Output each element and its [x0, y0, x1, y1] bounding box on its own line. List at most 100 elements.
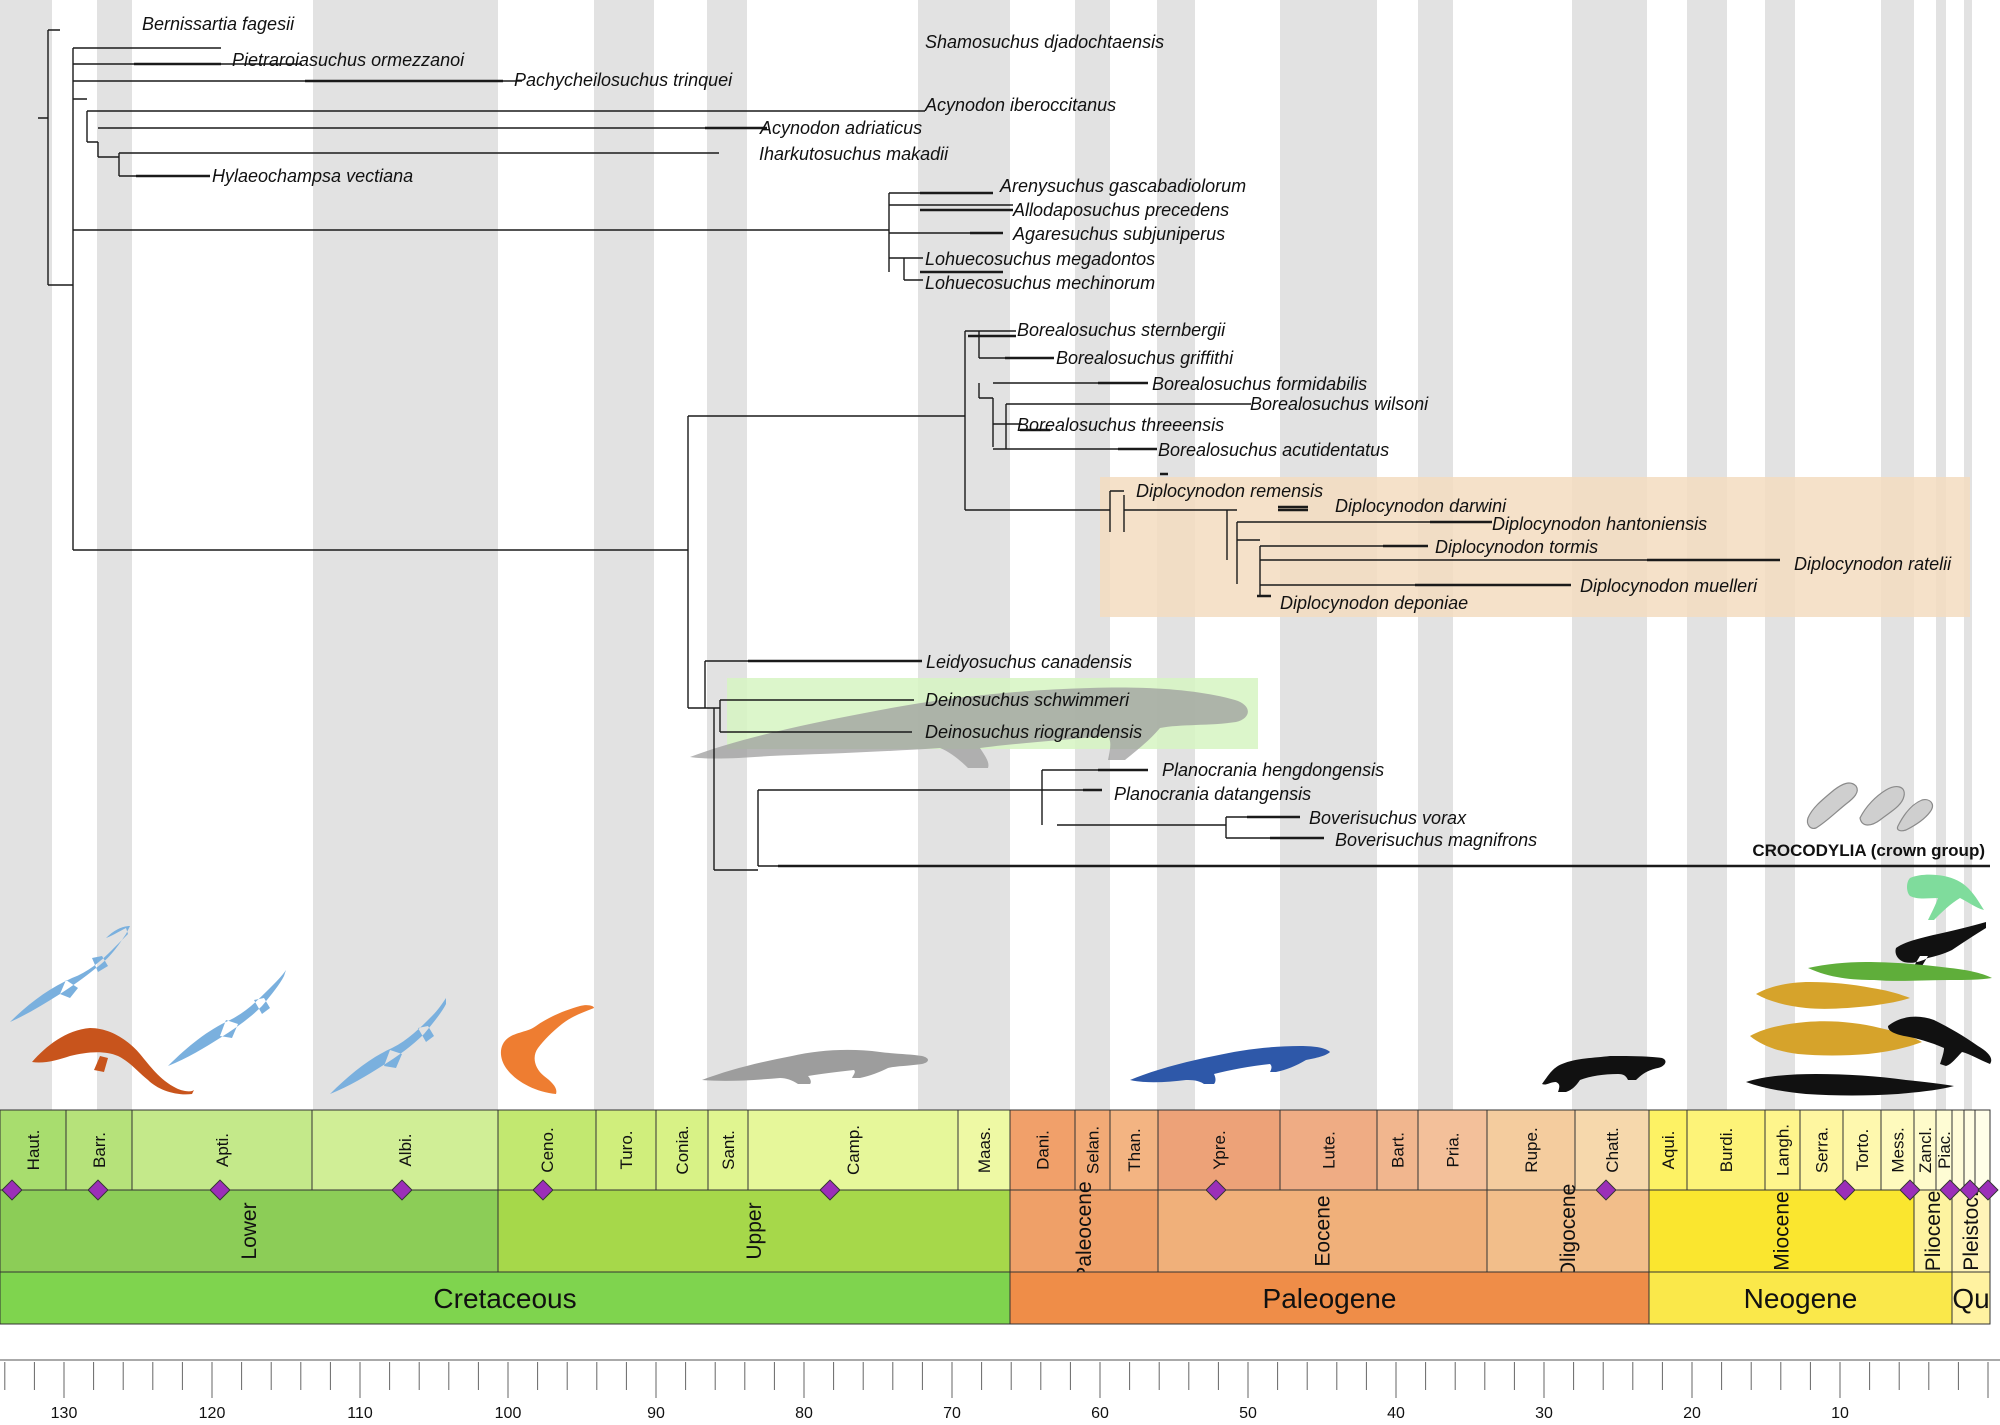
taxon-label: Borealosuchus threeensis — [1017, 415, 1224, 435]
crocodyliform-silhouette — [702, 1049, 928, 1084]
crocodylian-silhouette — [1888, 1016, 1992, 1066]
stage-label: Langh. — [1774, 1124, 1793, 1176]
taxon-label: Iharkutosuchus makadii — [759, 144, 949, 164]
stage-label: Maas. — [975, 1127, 994, 1173]
period-label: Qu — [1952, 1283, 1989, 1314]
taxon-label: Boverisuchus vorax — [1309, 808, 1467, 828]
axis-tick-label: 120 — [199, 1405, 226, 1422]
stage-box — [1686, 1109, 1766, 1191]
taxon-label: Allodaposuchus precedens — [1012, 200, 1229, 220]
phylogenetic-tree — [38, 29, 1990, 871]
stage-label: Barr. — [90, 1132, 109, 1168]
taxon-label: Pachycheilosuchus trinquei — [514, 70, 733, 90]
taxon-label: Planocrania datangensis — [1114, 784, 1311, 804]
stage-box — [1799, 1109, 1844, 1191]
stage-label: Bart. — [1389, 1132, 1408, 1168]
stage-box — [1880, 1109, 1915, 1191]
stage-box — [1009, 1109, 1076, 1191]
taxon-label: Borealosuchus griffithi — [1056, 348, 1234, 368]
skull-icon — [1859, 786, 1905, 826]
crocodylian-silhouette — [1542, 1056, 1666, 1092]
stage-box — [1648, 1109, 1688, 1191]
taxon-label: Bernissartia fagesii — [142, 14, 295, 34]
stage-box — [0, 1109, 67, 1191]
epoch-label: Upper — [743, 1202, 766, 1259]
epoch-box — [1648, 1189, 1915, 1273]
stage-label: Sant. — [719, 1130, 738, 1170]
period-label: Neogene — [1744, 1283, 1858, 1314]
epoch-label: Miocene — [1771, 1191, 1794, 1270]
stage-label: Zancl. — [1916, 1127, 1935, 1173]
crocodyliform-silhouette — [32, 1028, 194, 1095]
epoch-label: Oligocene — [1557, 1184, 1580, 1279]
taxon-label: Diplocynodon ratelii — [1794, 554, 1952, 574]
crocodylian-silhouette — [1746, 1074, 1954, 1096]
taxon-label: Hylaeochampsa vectiana — [212, 166, 413, 186]
thick-lineage-segments — [134, 62, 1990, 868]
axis-tick-label: 100 — [495, 1405, 522, 1422]
axis-tick-label: 20 — [1683, 1405, 1701, 1422]
crocodyliform-silhouette — [10, 926, 130, 1022]
stage-box — [957, 1109, 1011, 1191]
axis-tick-label: 50 — [1239, 1405, 1257, 1422]
stage-label: Albi. — [396, 1133, 415, 1166]
taxon-label: Borealosuchus wilsoni — [1250, 394, 1429, 414]
stage-box — [1842, 1109, 1882, 1191]
stage-box — [1974, 1109, 1991, 1191]
stage-label: Pria. — [1444, 1133, 1463, 1168]
stage-box — [1279, 1109, 1378, 1191]
stage-label: Dani. — [1034, 1130, 1053, 1170]
stage-box — [1157, 1109, 1281, 1191]
crocodyliform-silhouette — [1130, 1046, 1330, 1084]
stage-label: Turo. — [617, 1130, 636, 1169]
axis-tick-label: 40 — [1387, 1405, 1405, 1422]
epoch-label: Pleistoc. — [1960, 1191, 1983, 1270]
stage-box — [1074, 1109, 1111, 1191]
period-label: Paleogene — [1263, 1283, 1397, 1314]
epoch-label: Eocene — [1312, 1195, 1335, 1266]
stripe — [918, 0, 1010, 1110]
stage-box — [707, 1109, 749, 1191]
boundary-marker — [1959, 1179, 1981, 1201]
boundary-marker — [1, 1179, 23, 1201]
taxon-label: Pietraroiasuchus ormezzanoi — [232, 50, 465, 70]
crocodylian-silhouette — [1808, 962, 1992, 981]
taxon-label: Diplocynodon muelleri — [1580, 576, 1758, 596]
taxon-label: Shamosuchus djadochtaensis — [925, 32, 1164, 52]
stage-label: Camp. — [844, 1125, 863, 1175]
stripe — [0, 0, 52, 1110]
axis-tick-label: 10 — [1831, 1405, 1849, 1422]
stage-box — [595, 1109, 657, 1191]
stage-box — [497, 1109, 597, 1191]
stage-box — [1963, 1109, 1976, 1191]
crocodyliform-silhouette — [500, 1005, 594, 1094]
taxon-label: Borealosuchus sternbergii — [1017, 320, 1226, 340]
stripe — [707, 0, 747, 1110]
geologic-timescale: Haut.Barr.Apti.Albi.Ceno.Turo.Conia.Sant… — [0, 1109, 1999, 1325]
epoch-box — [1913, 1189, 1953, 1273]
stage-label: Aqui. — [1659, 1131, 1678, 1170]
stripe — [594, 0, 654, 1110]
taxon-label: Arenysuchus gascabadiolorum — [999, 176, 1246, 196]
axis-tick-label: 110 — [347, 1405, 373, 1422]
stage-box — [1486, 1109, 1576, 1191]
skull-icon — [1896, 799, 1934, 832]
epoch-box — [0, 1189, 499, 1273]
stage-label: Selan. — [1084, 1126, 1103, 1174]
axis-tick-label: 70 — [943, 1405, 961, 1422]
taxon-label: Lohuecosuchus megadontos — [925, 249, 1155, 269]
taxon-label: Planocrania hengdongensis — [1162, 760, 1384, 780]
crocodylian-silhouette — [1756, 982, 1910, 1009]
crocodyliform-silhouette — [168, 970, 286, 1066]
stage-label: Mess. — [1889, 1127, 1908, 1172]
boundary-marker — [1939, 1179, 1961, 1201]
skull-drawings — [1806, 782, 1934, 832]
stage-box — [131, 1109, 313, 1191]
stage-label: Apti. — [213, 1133, 232, 1167]
stage-label: Chatt. — [1603, 1127, 1622, 1172]
stage-label: Burdi. — [1717, 1128, 1736, 1172]
taxon-label: Diplocynodon deponiae — [1280, 593, 1468, 613]
stage-label: Torto. — [1853, 1129, 1872, 1172]
boundary-marker — [1899, 1179, 1921, 1201]
